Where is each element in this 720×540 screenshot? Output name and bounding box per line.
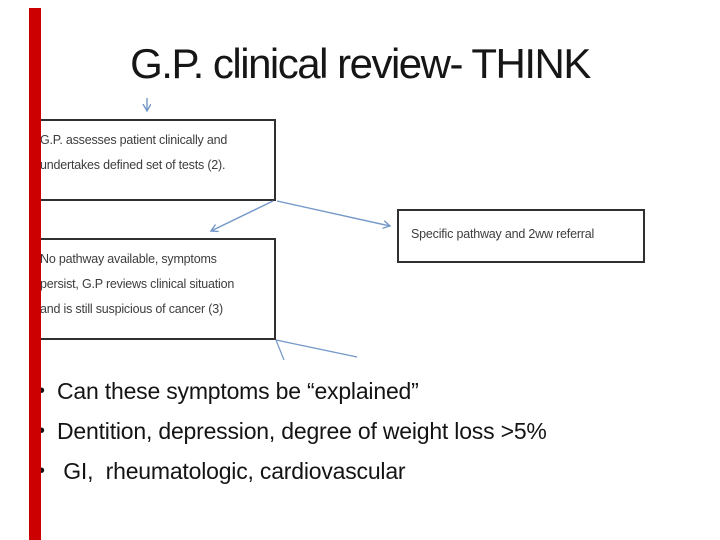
bullet-dot: •: [38, 460, 46, 482]
flowchart-box-referral-line: Specific pathway and 2ww referral: [411, 227, 595, 241]
bullet-dot: •: [38, 420, 46, 442]
bullet-dot: •: [38, 380, 46, 402]
connector-tail-icon: [275, 339, 285, 361]
flowchart-box-review-line: and is still suspicious of cancer (3): [40, 302, 223, 316]
flowchart-box-assessment-line: G.P. assesses patient clinically and: [40, 133, 228, 147]
connector-to-referral-icon: [276, 200, 390, 226]
bullet-item: • Can these symptoms be “explained”: [38, 371, 698, 411]
bullet-text: Dentition, depression, degree of weight …: [57, 417, 547, 444]
flowchart-box-assessment-line: undertakes defined set of tests (2).: [40, 158, 226, 172]
connector-tail-icon: [275, 339, 358, 358]
flowchart-box-review-line: persist, G.P reviews clinical situation: [40, 277, 235, 291]
flowchart-box-review-line: No pathway available, symptoms: [40, 252, 217, 266]
bullet-list: • Can these symptoms be “explained” • De…: [38, 371, 698, 491]
connector-to-review-icon: [211, 200, 274, 231]
bullet-item: • Dentition, depression, degree of weigh…: [38, 411, 698, 451]
bullet-text: GI, rheumatologic, cardiovascular: [57, 457, 406, 484]
red-accent-bar: [29, 8, 41, 540]
slide-title: G.P. clinical review- THINK: [130, 40, 591, 87]
bullet-text: Can these symptoms be “explained”: [57, 377, 419, 404]
flowchart-box-referral: Specific pathway and 2ww referral: [397, 209, 645, 263]
flowchart-box-assessment: G.P. assesses patient clinically and und…: [30, 119, 276, 201]
bullet-item: • GI, rheumatologic, cardiovascular: [38, 451, 698, 491]
flowchart-box-review: No pathway available, symptoms persist, …: [30, 238, 276, 340]
